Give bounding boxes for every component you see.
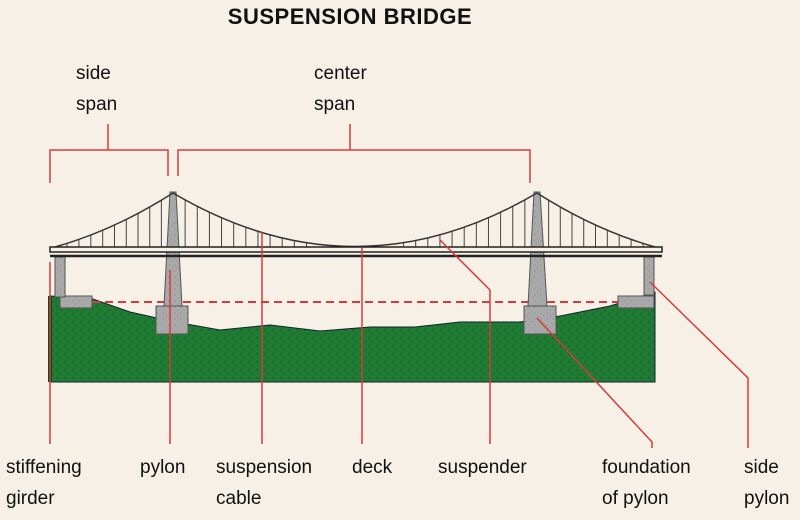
label-foundation-of-pylon: foundation of pylon <box>602 457 691 509</box>
leader-foundation-of-pylon <box>536 317 653 448</box>
right-abutment <box>617 295 655 309</box>
right-pylon-foundation <box>523 305 557 335</box>
suspension-cable-left-side <box>54 192 174 248</box>
label-deck: deck <box>352 457 393 478</box>
suspension-cable-right-side <box>536 192 656 248</box>
left-pylon-foundation <box>155 305 189 335</box>
center-span-bracket <box>177 124 531 183</box>
left-side-pylon <box>54 256 66 298</box>
label-stiffening-girder: stiffening girder <box>6 457 82 509</box>
label-center-span: center span <box>314 63 367 115</box>
leader-side-pylon <box>649 281 749 448</box>
leader-suspender <box>439 239 491 444</box>
label-side-pylon: side pylon <box>744 457 790 509</box>
right-side-pylon <box>643 256 655 296</box>
deck <box>49 246 663 253</box>
label-suspender: suspender <box>438 457 527 478</box>
suspenders <box>66 199 644 247</box>
diagram-title: SUSPENSION BRIDGE <box>227 4 473 29</box>
suspension-cable-center <box>172 192 538 248</box>
ground <box>49 291 656 383</box>
label-suspension-cable: suspension cable <box>216 457 313 509</box>
label-side-span: side span <box>76 63 118 115</box>
left-abutment <box>59 295 93 309</box>
side-span-bracket <box>49 124 169 183</box>
label-pylon: pylon <box>140 457 186 478</box>
